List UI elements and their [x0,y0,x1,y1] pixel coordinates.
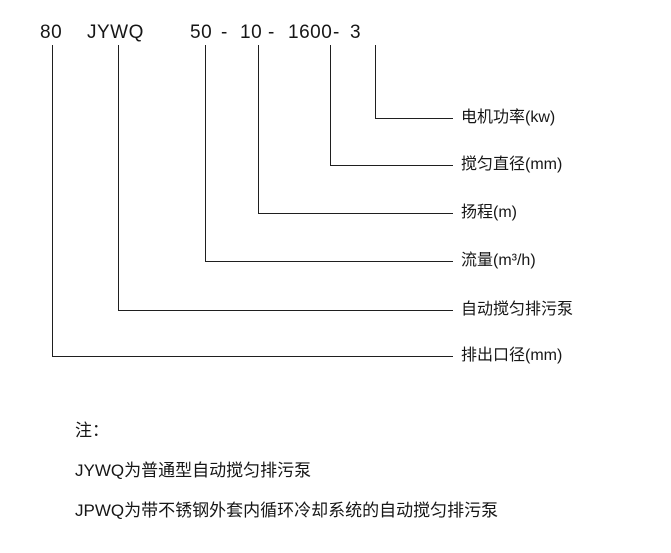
label-mixing-diameter: 搅匀直径(mm) [461,156,563,173]
code-dash-2: - [268,22,275,43]
label-flow: 流量(m³/h) [461,252,536,269]
label-discharge-diameter: 排出口径(mm) [461,347,563,364]
code-dash-3: - [333,22,340,43]
code-motor-power: 3 [350,22,362,43]
notes-line-jpwq: JPWQ为带不锈钢外套内循环冷却系统的自动搅匀排污泵 [75,501,499,520]
label-pump-type: 自动搅匀排污泵 [461,301,574,318]
connector-mixing-diameter [330,45,453,166]
code-flow: 50 [190,22,213,43]
connector-flow [205,45,453,262]
connector-pump-type [118,45,453,311]
notes-line-jywq: JYWQ为普通型自动搅匀排污泵 [75,461,312,480]
code-head: 10 [240,22,263,43]
code-mixing-diameter: 1600 [288,22,333,43]
notes-title: 注： [75,421,109,440]
connector-discharge-diameter [52,45,453,357]
label-head: 扬程(m) [461,204,517,221]
connector-motor-power [375,45,453,119]
label-motor-power: 电机功率(kw) [461,109,556,126]
connector-head [258,45,453,214]
code-dash-1: - [221,22,228,43]
code-discharge-diameter: 80 [40,22,63,43]
code-series: JYWQ [87,22,144,43]
